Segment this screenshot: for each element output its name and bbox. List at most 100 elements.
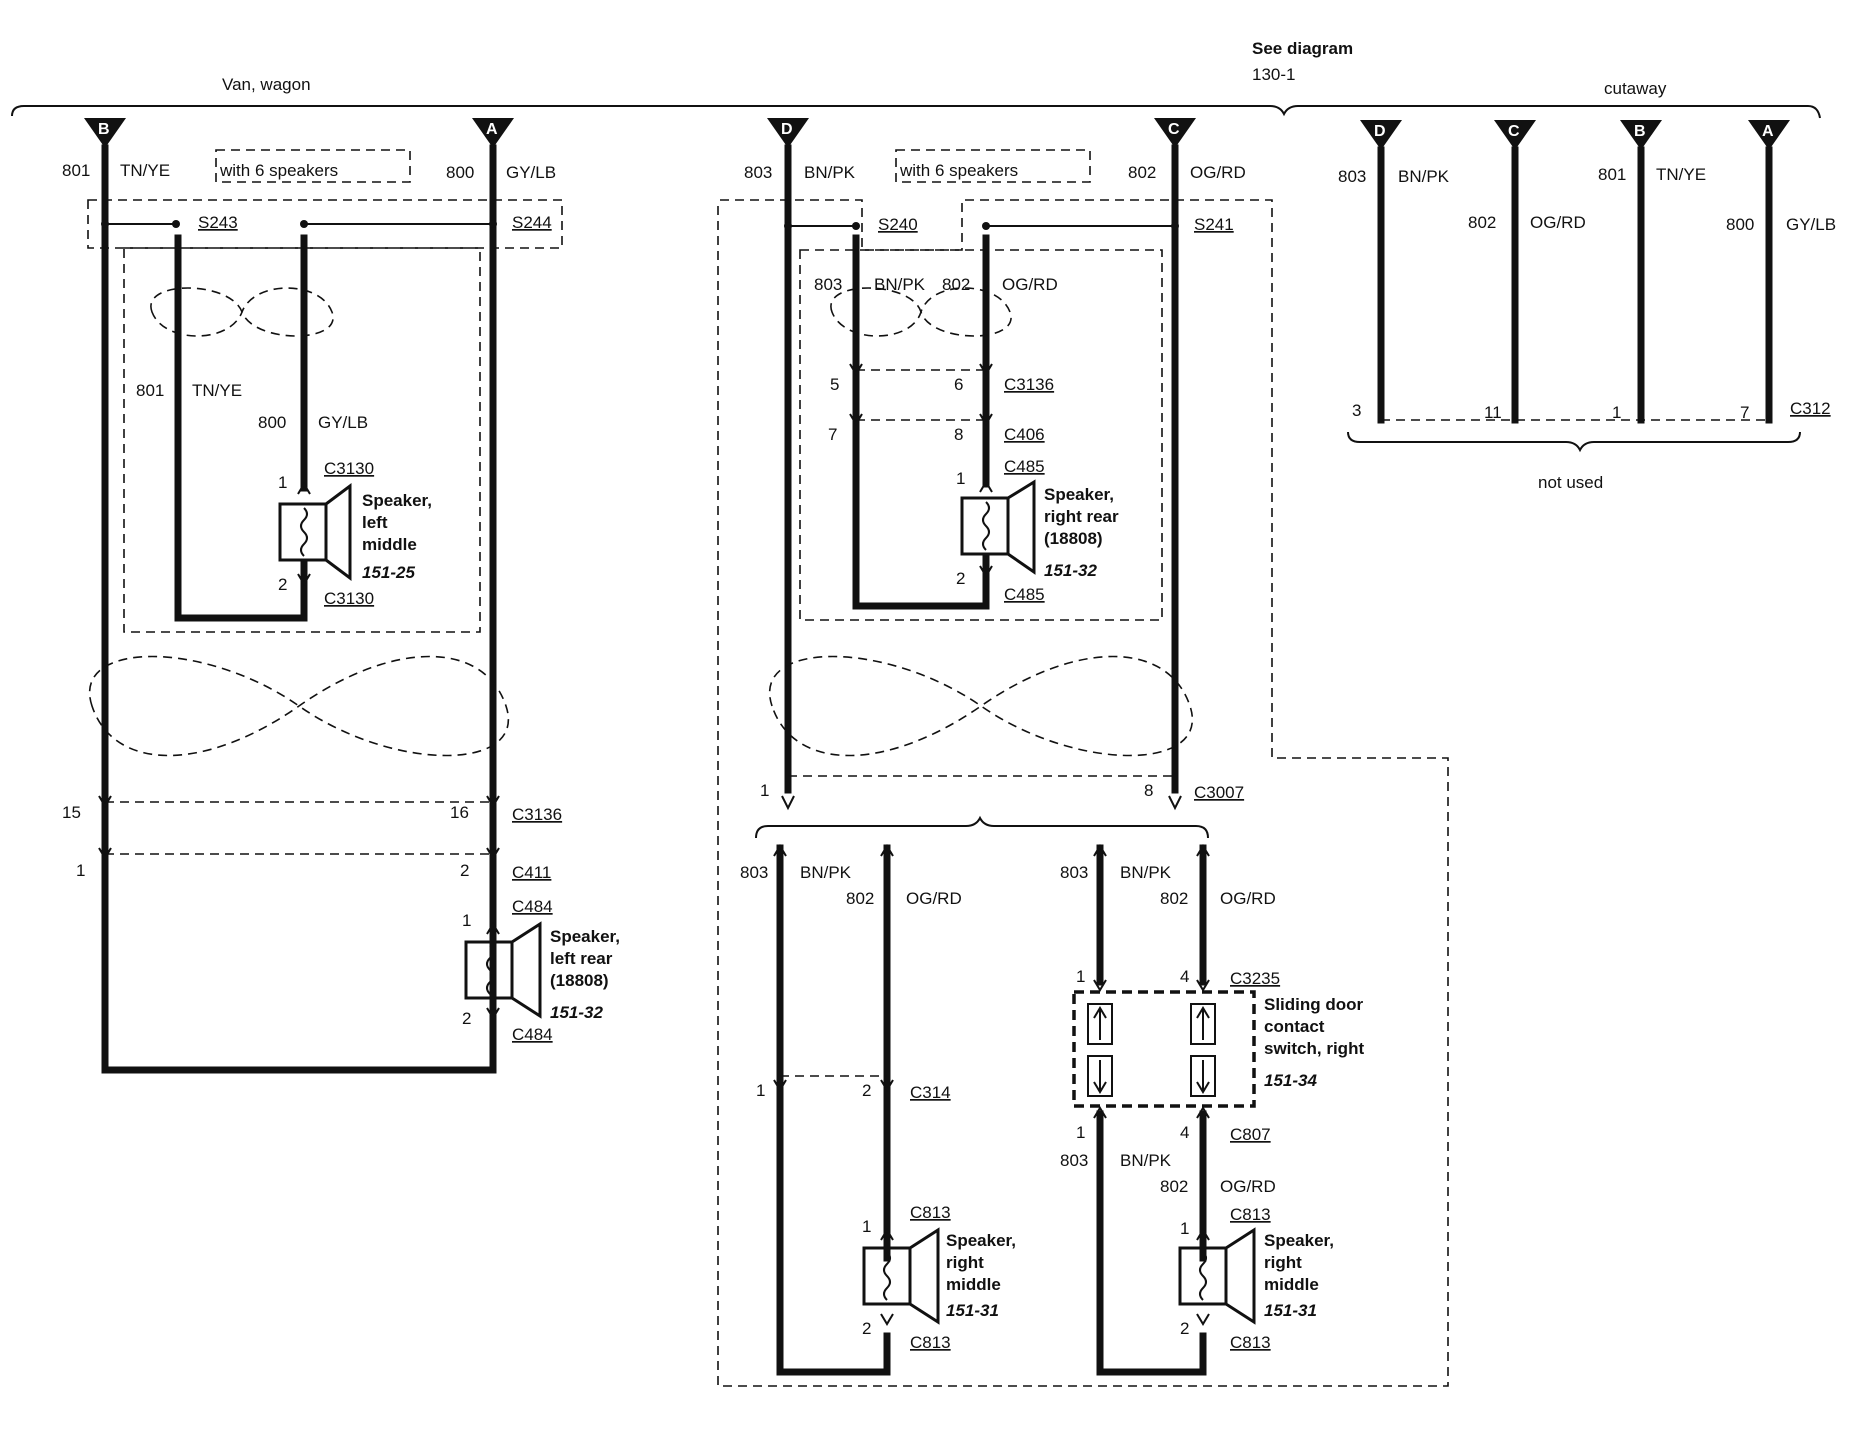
circuit-800-inner: 800 — [258, 413, 286, 432]
spk-left-middle-ref: 151-25 — [362, 563, 415, 582]
splice-dot-s243 — [172, 220, 180, 228]
pin-arrows-rm-a-top — [773, 844, 894, 857]
terminal-c-cutaway: C — [1494, 120, 1536, 150]
svg-text:D: D — [781, 121, 793, 138]
circuit-803-rm-a: 803 — [740, 863, 768, 882]
pin-arrow-c813-rm-b-bottom — [1196, 1313, 1210, 1326]
pin-1-left-middle: 1 — [278, 473, 287, 492]
connector-c485-top: C485 — [1004, 457, 1045, 476]
spk-left-rear-l3: (18808) — [550, 971, 609, 990]
splice-dot-s241 — [982, 222, 990, 230]
spk-left-middle-l2: left — [362, 513, 388, 532]
circuit-802-cutaway: 802 — [1468, 213, 1496, 232]
option-enclosure-mid — [717, 199, 1449, 1387]
with-6-speakers-box-mid — [895, 149, 1091, 183]
pin-1-c807: 1 — [1076, 1123, 1085, 1142]
pin-2-c411: 2 — [460, 861, 469, 880]
connector-c314: C314 — [910, 1083, 951, 1102]
pin-2-right-rear: 2 — [956, 569, 965, 588]
option-box-left — [123, 247, 481, 633]
pin-arrow-c484-top — [486, 922, 500, 935]
speaker-right-middle-a — [862, 1227, 940, 1325]
svg-text:B: B — [1634, 123, 1646, 140]
color-gylb-inner: GY/LB — [318, 413, 368, 432]
spk-right-middle-b-l2: right — [1264, 1253, 1302, 1272]
svg-text:D: D — [1374, 123, 1386, 140]
sliding-door-ref: 151-34 — [1264, 1071, 1317, 1090]
color-bnpk-rm-b: BN/PK — [1120, 863, 1172, 882]
connector-c813-rm-b-top: C813 — [1230, 1205, 1271, 1224]
branch-brace-c3007 — [755, 815, 1209, 839]
connector-c813-rm-a-top: C813 — [910, 1203, 951, 1222]
circuit-803-cutaway: 803 — [1338, 167, 1366, 186]
terminal-b-left: B — [84, 118, 126, 148]
pin-arrow-c813-rm-a-bottom — [880, 1313, 894, 1326]
terminal-d-mid: D — [767, 118, 809, 148]
pin-1-left-rear: 1 — [462, 911, 471, 930]
pin-arrows-c314 — [773, 1079, 894, 1092]
circuit-803-inner: 803 — [814, 275, 842, 294]
pin-1-c411: 1 — [76, 861, 85, 880]
pin-arrow-c485-bottom — [979, 565, 993, 578]
splice-s244-label: S244 — [512, 213, 552, 232]
connector-c3136-left: C3136 — [512, 805, 562, 824]
connector-c484-top: C484 — [512, 897, 553, 916]
spk-right-middle-b-l1: Speaker, — [1264, 1231, 1334, 1250]
twisted-pair-left-large — [88, 655, 510, 757]
svg-text:A: A — [486, 121, 498, 138]
connector-c813-rm-b-bottom: C813 — [1230, 1333, 1271, 1352]
connector-c485-bottom: C485 — [1004, 585, 1045, 604]
pin-2-left-rear: 2 — [462, 1009, 471, 1028]
connector-c807: C807 — [1230, 1125, 1271, 1144]
sliding-door-l2: contact — [1264, 1017, 1325, 1036]
circuit-801-label: 801 — [62, 161, 90, 180]
spk-left-middle-l1: Speaker, — [362, 491, 432, 510]
color-ogrd-cutaway: OG/RD — [1530, 213, 1586, 232]
pin-arrow-c813-rm-a-top — [880, 1228, 894, 1241]
spk-right-middle-b-ref: 151-31 — [1264, 1301, 1317, 1320]
pin-11-c312: 11 — [1484, 403, 1502, 422]
spk-left-middle-l3: middle — [362, 535, 417, 554]
color-bnpk-cutaway: BN/PK — [1398, 167, 1450, 186]
splice-s241-label: S241 — [1194, 215, 1234, 234]
connector-c3130-bottom: C3130 — [324, 589, 374, 608]
pin-5: 5 — [830, 375, 839, 394]
connector-c312: C312 — [1790, 399, 1831, 418]
pin-1-rm-a: 1 — [862, 1217, 871, 1236]
with-6-speakers-box — [215, 149, 411, 183]
svg-text:A: A — [1762, 123, 1774, 140]
connector-c484-bottom: C484 — [512, 1025, 553, 1044]
spk-right-rear-l2: right rear — [1044, 507, 1119, 526]
pin-arrows-rm-b-top — [1093, 844, 1210, 857]
pin-1-right-rear: 1 — [956, 469, 965, 488]
circuit-802-rm-b: 802 — [1160, 889, 1188, 908]
spk-right-rear-ref: 151-32 — [1044, 561, 1097, 580]
svg-text:B: B — [98, 121, 110, 138]
pin-arrow-c484-bottom — [486, 1007, 500, 1020]
terminal-a-cutaway: A — [1748, 120, 1790, 150]
color-bnpk-inner: BN/PK — [874, 275, 926, 294]
pin-arrows-c3136-left — [98, 795, 500, 808]
circuit-802-rm-b2: 802 — [1160, 1177, 1188, 1196]
pin-1-c314: 1 — [756, 1081, 765, 1100]
color-bnpk-label: BN/PK — [804, 163, 856, 182]
spk-right-rear-l3: (18808) — [1044, 529, 1103, 548]
pin-7-c312: 7 — [1740, 403, 1749, 422]
spk-right-rear-l1: Speaker, — [1044, 485, 1114, 504]
spk-right-middle-a-l3: middle — [946, 1275, 1001, 1294]
header-brace — [11, 105, 1821, 119]
pin-2-rm-a: 2 — [862, 1319, 871, 1338]
pin-2-rm-b: 2 — [1180, 1319, 1189, 1338]
circuit-800-label: 800 — [446, 163, 474, 182]
circuit-801-inner: 801 — [136, 381, 164, 400]
color-ogrd-inner: OG/RD — [1002, 275, 1058, 294]
spk-left-rear-ref: 151-32 — [550, 1003, 603, 1022]
pin-15: 15 — [62, 803, 81, 822]
sliding-door-switch-box — [1072, 990, 1256, 1108]
connector-c3007: C3007 — [1194, 783, 1244, 802]
color-gylb-label: GY/LB — [506, 163, 556, 182]
twisted-pair-left-small — [150, 287, 334, 337]
color-gylb-cutaway: GY/LB — [1786, 215, 1836, 234]
pin-2-left-middle: 2 — [278, 575, 287, 594]
